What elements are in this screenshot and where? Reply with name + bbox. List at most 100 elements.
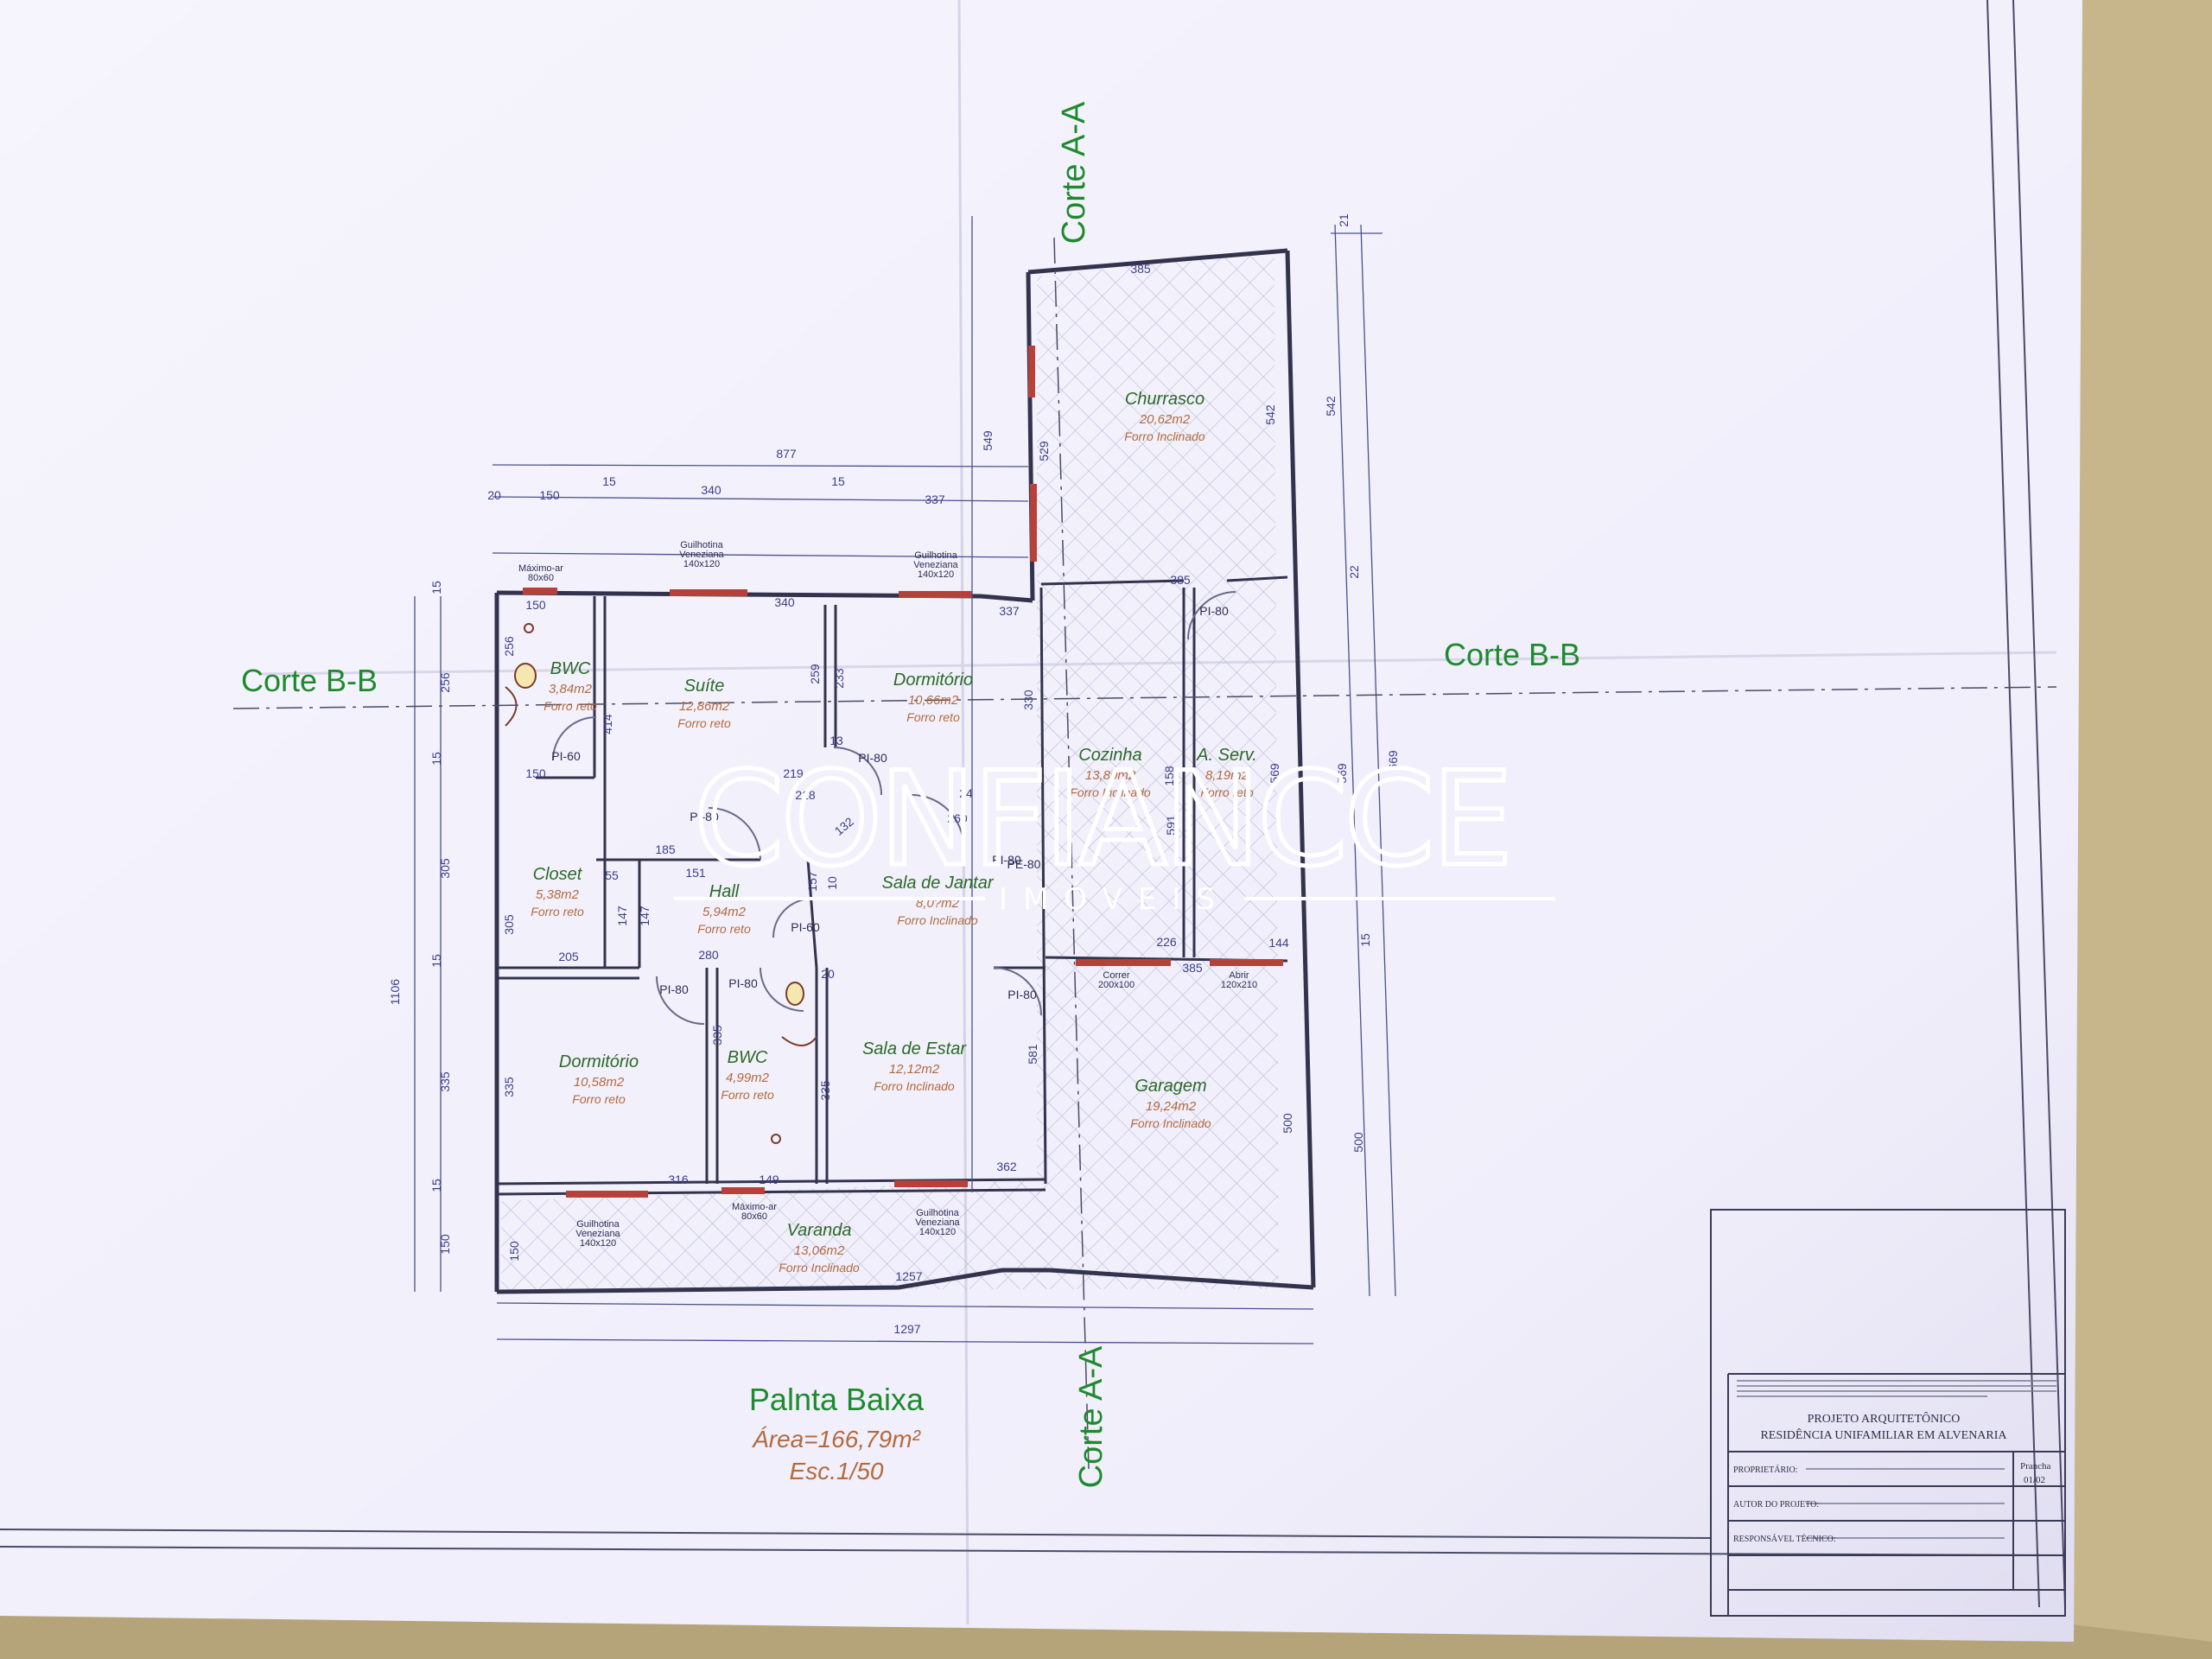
room-area: 12,86m2 xyxy=(679,699,730,714)
plan-scale: Esc.1/50 xyxy=(790,1458,884,1484)
floor-plan xyxy=(232,216,2057,1470)
door-label: PI-80 xyxy=(858,751,887,765)
section-a-bottom-label: Corte A-A xyxy=(1073,1345,1109,1488)
door-label: PI-60 xyxy=(551,749,581,763)
dim-churr_549: 549 xyxy=(981,430,995,451)
door-label: PI-80 xyxy=(1199,604,1229,618)
room-name: Varanda xyxy=(787,1221,852,1240)
plan-area: Área=166,79m² xyxy=(751,1426,921,1452)
room-ceiling: Forro reto xyxy=(1200,785,1254,799)
dim-d280: 280 xyxy=(698,948,719,962)
tiled-floor-east xyxy=(1037,251,1279,1289)
room-name: BWC xyxy=(550,659,591,678)
section-b-right-label: Corte B-B xyxy=(1444,637,1580,672)
dim-d233: 233 xyxy=(832,668,846,689)
room-ceiling: Forro reto xyxy=(906,710,960,724)
dim-left_15b: 15 xyxy=(429,752,443,766)
window-labels: Máximo-ar80x60GuilhotinaVeneziana140x120… xyxy=(518,540,1257,1249)
room-ceiling: Forro reto xyxy=(697,922,751,936)
window-label-line: Guilhotina xyxy=(914,550,957,561)
bathroom-fixtures xyxy=(505,623,817,1144)
dim-d24: 24 xyxy=(959,786,973,800)
room-ceiling: Forro reto xyxy=(572,1092,626,1106)
room-ceiling: Forro reto xyxy=(531,905,584,918)
dim-d414: 414 xyxy=(601,714,614,734)
dim-d305: 305 xyxy=(502,914,516,935)
room-area: 10,66m2 xyxy=(908,693,959,708)
dim-bottom_1257: 1257 xyxy=(895,1269,922,1283)
door-label: PI-80 xyxy=(690,810,719,823)
title-sheet: 01/02 xyxy=(2024,1475,2045,1485)
room-area: 8,19m2 xyxy=(1205,768,1249,783)
tiled-floor-varanda xyxy=(501,1179,1046,1289)
dim-left_335: 335 xyxy=(438,1071,452,1092)
dim-left_305: 305 xyxy=(438,858,452,879)
window-label-line: Máximo-ar xyxy=(518,563,563,574)
room-name: Suíte xyxy=(684,677,725,696)
window-label-line: Guilhotina xyxy=(576,1219,620,1230)
title-block-text: PROJETO ARQUITETÔNICO RESIDÊNCIA UNIFAMI… xyxy=(1733,1411,2051,1544)
title-residence: RESIDÊNCIA UNIFAMILIAR EM ALVENARIA xyxy=(1760,1427,2007,1442)
window-label-line: Correr xyxy=(1103,970,1130,981)
dim-top_b: 150 xyxy=(539,488,560,502)
title-block-fine-print xyxy=(1737,1380,2056,1539)
dim-i337: 337 xyxy=(999,604,1020,618)
room-area: 10,58m2 xyxy=(574,1075,625,1090)
dim-d335c: 335 xyxy=(818,1080,832,1101)
room-area: 3,84m2 xyxy=(549,682,593,696)
window-label-line: 140x120 xyxy=(919,1227,956,1237)
room-name: Sala de Jantar xyxy=(882,874,995,893)
dim-left_15c: 15 xyxy=(429,954,443,968)
window-marks xyxy=(523,346,1283,1198)
dim-d335b: 335 xyxy=(710,1025,724,1046)
room-name: Closet xyxy=(533,865,583,884)
door-labels: PI-80PI-60PI-80PI-80PI-80PI-80PI-60PI-80… xyxy=(551,604,1229,1001)
dim-i340: 340 xyxy=(774,595,795,609)
window-label-line: Veneziana xyxy=(913,560,958,570)
dim-d385b: 385 xyxy=(1182,961,1203,975)
window-label-line: 80x60 xyxy=(741,1211,767,1222)
window-label-line: 120x210 xyxy=(1221,980,1257,990)
dim-d362: 362 xyxy=(996,1160,1017,1173)
cut-line-b xyxy=(232,686,2057,709)
window-label-line: 140x120 xyxy=(683,559,720,569)
room-ceiling: Forro Inclinado xyxy=(1124,429,1205,443)
title-owner-label: PROPRIETÁRIO: xyxy=(1733,1465,1797,1475)
dim-churr_w: 385 xyxy=(1130,262,1151,276)
dim-d13: 13 xyxy=(830,734,843,747)
window-label-line: Abrir xyxy=(1229,970,1249,981)
dim-bottom_1297: 1297 xyxy=(893,1322,920,1336)
section-a-top-label: Corte A-A xyxy=(1056,101,1092,244)
dim-d591: 591 xyxy=(1164,815,1178,836)
door-label: PI-80 xyxy=(1007,988,1037,1001)
dim-d147a: 147 xyxy=(615,906,629,926)
dim-d335a: 335 xyxy=(502,1077,516,1097)
dim-r569: 569 xyxy=(1335,763,1349,784)
dim-bwc_150: 150 xyxy=(525,766,546,780)
dim-bwc_256: 256 xyxy=(502,636,516,657)
dim-churr_22: 22 xyxy=(1347,565,1361,579)
window-label-line: 200x100 xyxy=(1098,980,1135,990)
door-label: PI-80 xyxy=(659,982,689,996)
title-author-label: AUTOR DO PROJETO: xyxy=(1733,1500,1819,1510)
dim-i385: 385 xyxy=(1170,573,1191,587)
room-name: BWC xyxy=(728,1048,768,1067)
room-area: 4,99m2 xyxy=(726,1071,770,1085)
door-label: PE-80 xyxy=(1007,857,1041,871)
room-area: 5,38m2 xyxy=(536,887,580,902)
window-label-line: 140x120 xyxy=(580,1238,616,1249)
room-area: 5,94m2 xyxy=(702,905,747,919)
dim-d144: 144 xyxy=(1268,936,1289,950)
title-sheet-label: Prancha xyxy=(2020,1461,2051,1471)
dimension-lines xyxy=(414,216,1396,1344)
dim-left_15a: 15 xyxy=(429,581,443,594)
title-tech-label: RESPONSÁVEL TÉCNICO: xyxy=(1733,1534,1836,1544)
dim-d147b: 147 xyxy=(638,906,652,926)
